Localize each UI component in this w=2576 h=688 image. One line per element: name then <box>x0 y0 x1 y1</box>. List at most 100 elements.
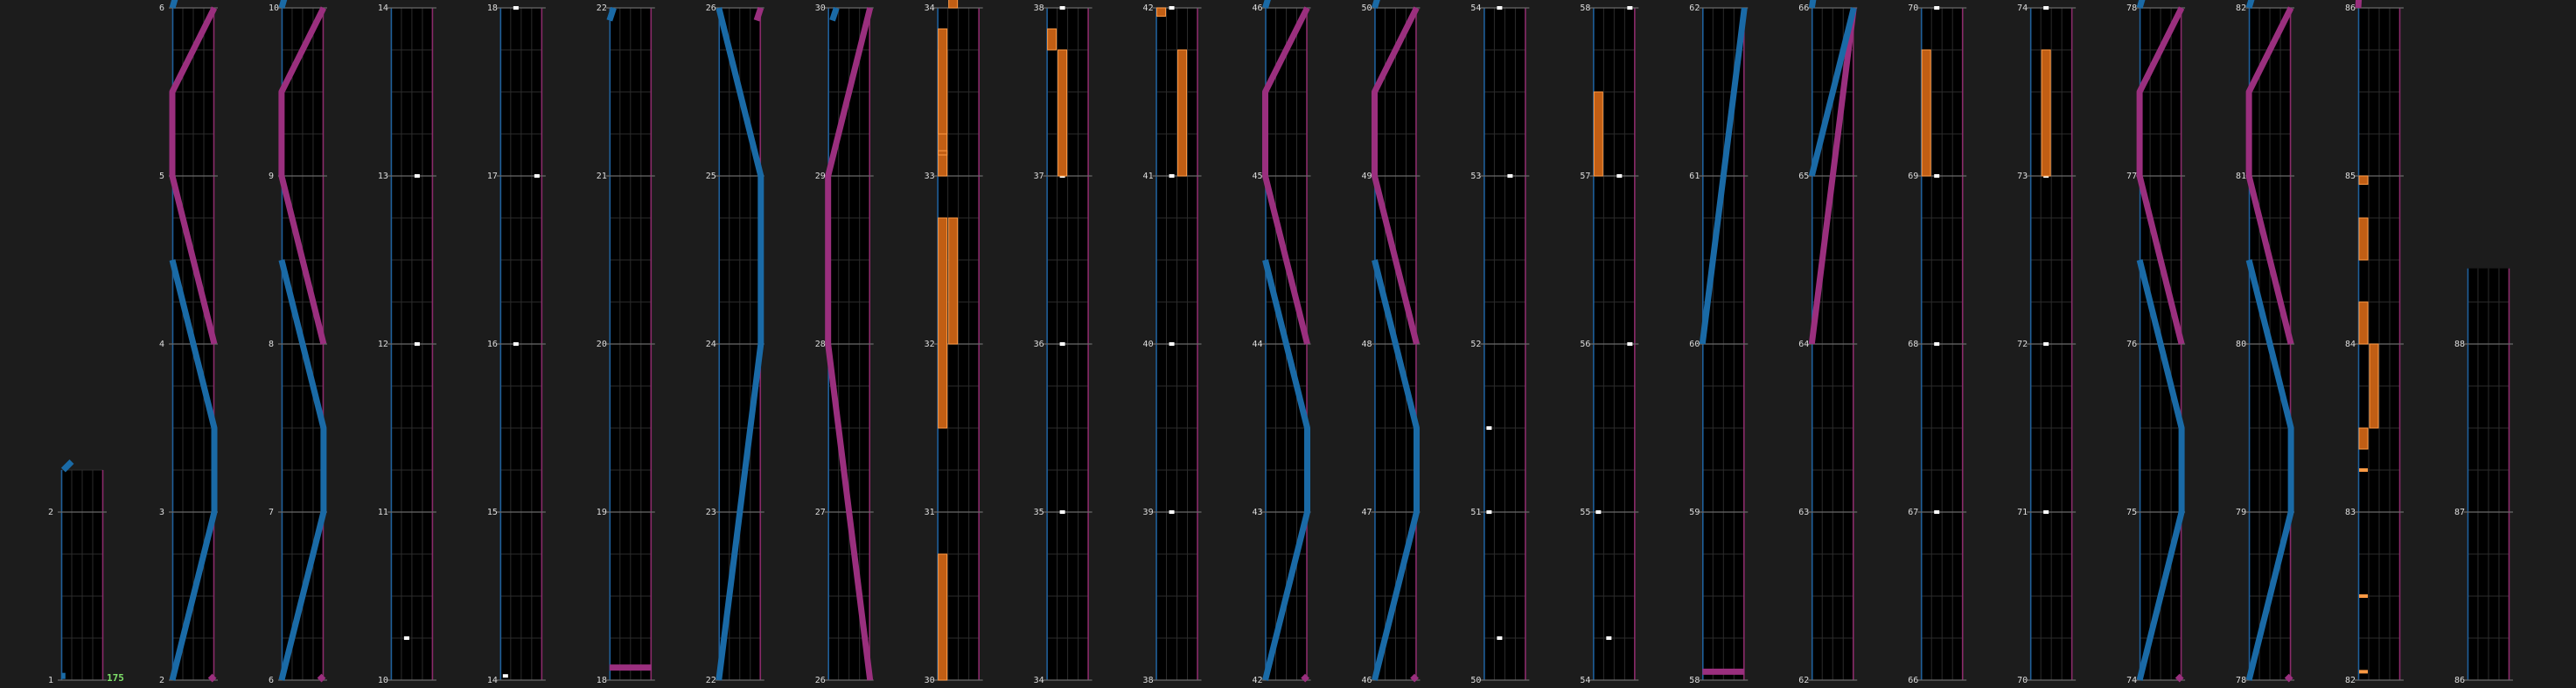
lanes-layer <box>58 7 2513 681</box>
measure-number: 34 <box>1034 676 1044 685</box>
lane-column <box>605 7 655 681</box>
measure-number: 11 <box>378 508 388 517</box>
tap-note <box>2043 342 2049 346</box>
slide-note <box>2284 673 2293 683</box>
hold-note <box>2369 343 2379 429</box>
slide-note <box>1372 259 1420 681</box>
tap-note <box>2043 6 2049 10</box>
hold-note <box>938 150 948 156</box>
measure-number: 18 <box>487 4 498 13</box>
labels-layer: 1223456678910101112131414151617181819202… <box>48 4 2465 685</box>
measure-number: 75 <box>2126 508 2137 517</box>
measure-number: 67 <box>1908 508 1918 517</box>
lane-column <box>58 469 107 681</box>
measure-number: 46 <box>1253 4 1263 13</box>
measure-number: 28 <box>815 340 826 349</box>
measure-number: 19 <box>597 508 607 517</box>
hold-note <box>2358 301 2369 345</box>
slide-note <box>1262 0 1271 10</box>
tap-note <box>502 674 508 678</box>
measure-number: 70 <box>1908 4 1918 13</box>
slide-note <box>1808 7 1857 345</box>
hold-note <box>1156 7 1167 18</box>
hold-note <box>1058 49 1068 177</box>
slide-note <box>1372 6 1420 345</box>
measure-number: 21 <box>597 172 607 181</box>
measure-number: 66 <box>1908 676 1918 685</box>
notes-layer <box>60 0 2379 683</box>
hold-note <box>1921 49 1931 177</box>
measure-number: 86 <box>2454 676 2465 685</box>
measure-number: 29 <box>815 172 826 181</box>
tap-note <box>1497 636 1503 640</box>
slide-note <box>2245 6 2294 345</box>
tap-note <box>534 174 540 178</box>
measure-number: 12 <box>378 340 388 349</box>
measure-number: 58 <box>1689 676 1700 685</box>
tap-note <box>403 636 409 640</box>
measure-number: 14 <box>378 4 388 13</box>
measure-number: 59 <box>1689 508 1700 517</box>
measure-number: 30 <box>815 4 826 13</box>
measure-number: 31 <box>925 508 935 517</box>
lane-column <box>387 7 436 681</box>
measure-number: 1 <box>48 676 53 685</box>
tap-note <box>1627 342 1633 346</box>
measure-number: 63 <box>1798 508 1809 517</box>
measure-number: 38 <box>1034 4 1044 13</box>
tap-note <box>1507 174 1513 178</box>
measure-number: 25 <box>706 172 716 181</box>
hold-note <box>1047 28 1058 51</box>
measure-number: 24 <box>706 340 716 349</box>
slide-note <box>1301 673 1309 683</box>
measure-number: 65 <box>1798 172 1809 181</box>
measure-number: 9 <box>269 172 274 181</box>
tap-note <box>1059 6 1065 10</box>
slide-note <box>1410 673 1419 683</box>
measure-number: 80 <box>2236 340 2246 349</box>
measure-number: 22 <box>706 676 716 685</box>
measure-number: 38 <box>1143 676 1154 685</box>
slide-note <box>2245 0 2255 10</box>
measure-number: 39 <box>1143 508 1154 517</box>
tap-note <box>1934 342 1940 346</box>
tap-note <box>1497 6 1503 10</box>
slide-note <box>1372 0 1380 10</box>
measure-number: 37 <box>1034 172 1044 181</box>
measure-number: 82 <box>2345 676 2356 685</box>
slide-note <box>2355 0 2363 9</box>
measure-number: 17 <box>487 172 498 181</box>
measure-number: 10 <box>378 676 388 685</box>
measure-number: 55 <box>1580 508 1590 517</box>
bpm-label: 175 <box>107 672 124 684</box>
measure-number: 73 <box>2017 172 2028 181</box>
measure-number: 56 <box>1580 340 1590 349</box>
measure-number: 2 <box>48 508 53 517</box>
hold-note <box>948 0 959 9</box>
slide-note <box>606 6 617 22</box>
measure-number: 48 <box>1361 340 1372 349</box>
measure-number: 62 <box>1689 4 1700 13</box>
measure-number: 58 <box>1580 4 1590 13</box>
measure-number: 74 <box>2126 676 2137 685</box>
tap-note <box>1595 510 1602 514</box>
measure-number: 22 <box>597 4 607 13</box>
measure-number: 26 <box>706 4 716 13</box>
slide-note <box>169 0 178 10</box>
slide-note <box>2136 259 2185 681</box>
measure-number: 79 <box>2236 508 2246 517</box>
measure-number: 60 <box>1689 340 1700 349</box>
slide-note <box>278 0 288 10</box>
tap-note <box>1169 174 1175 178</box>
hold-note <box>1177 49 1188 177</box>
measure-number: 49 <box>1361 172 1372 181</box>
measure-number: 62 <box>1798 676 1809 685</box>
measure-number: 7 <box>269 508 274 517</box>
tap-note <box>1169 6 1175 10</box>
measure-number: 72 <box>2017 340 2028 349</box>
measure-number: 6 <box>159 4 164 13</box>
tap-note <box>1169 510 1175 514</box>
measure-number: 61 <box>1689 172 1700 181</box>
tap-note <box>414 342 420 346</box>
